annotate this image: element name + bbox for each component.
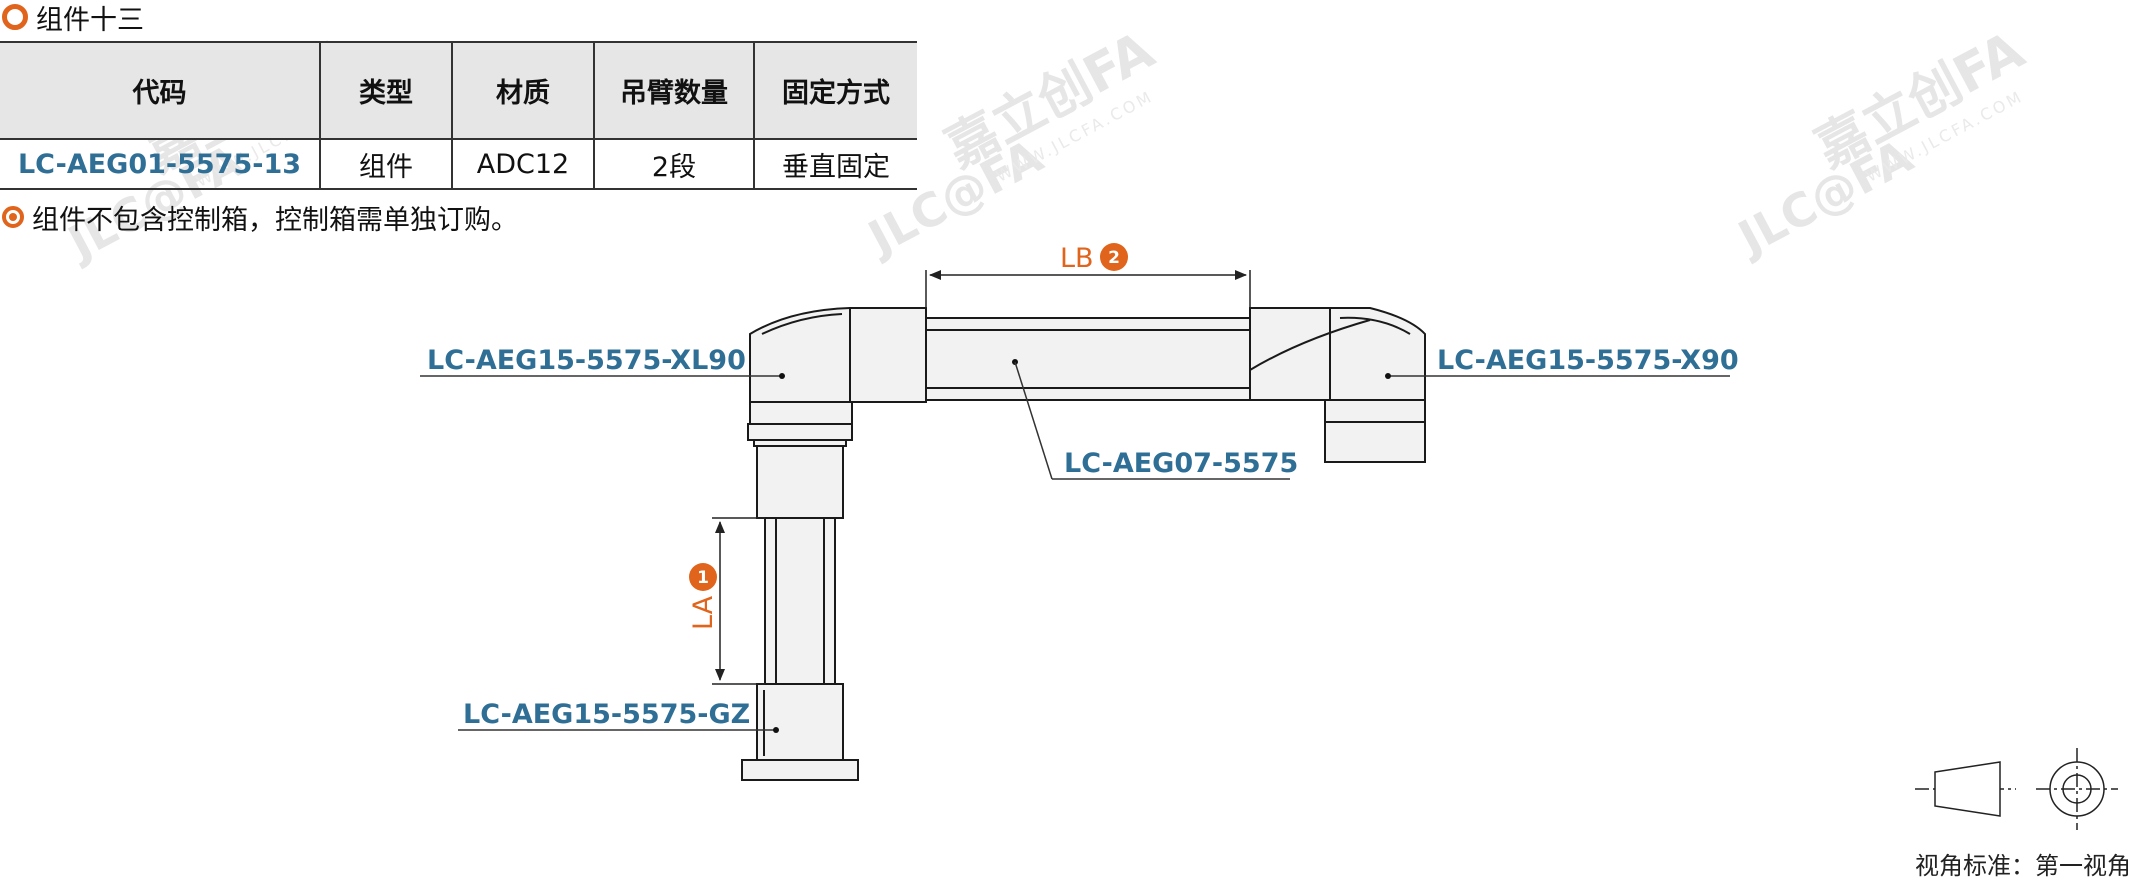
cell-material: ADC12 bbox=[451, 139, 594, 190]
cell-mounting: 垂直固定 bbox=[753, 139, 917, 190]
callout-x90: LC-AEG15-5575-X90 bbox=[1385, 345, 1739, 379]
joint-xl90 bbox=[747, 307, 927, 447]
cell-arm-count: 2段 bbox=[593, 139, 754, 190]
svg-text:2: 2 bbox=[1108, 248, 1120, 268]
header-material: 材质 bbox=[451, 41, 594, 140]
callout-x90-label: LC-AEG15-5575-X90 bbox=[1437, 345, 1739, 376]
note-text: 组件不包含控制箱，控制箱需单独订购。 bbox=[32, 204, 518, 236]
header-type: 类型 bbox=[319, 41, 452, 140]
section-title-text: 组件十三 bbox=[36, 4, 144, 36]
horizontal-arm bbox=[924, 317, 1254, 401]
dimension-lb: LB 2 bbox=[925, 243, 1251, 308]
callout-base-label: LC-AEG15-5575-GZ bbox=[463, 699, 750, 730]
dot-bullet-icon bbox=[2, 206, 24, 228]
joint-x90 bbox=[1249, 307, 1426, 463]
view-standard-label: 视角标准：第一视角 bbox=[1915, 852, 2131, 880]
dimension-la-label: LA bbox=[688, 595, 719, 630]
badge-2 bbox=[1100, 243, 1128, 271]
svg-text:1: 1 bbox=[697, 568, 709, 588]
callout-arm: LC-AEG07-5575 bbox=[1012, 359, 1298, 480]
dimension-lb-label: LB bbox=[1060, 243, 1094, 274]
header-mounting: 固定方式 bbox=[753, 41, 917, 140]
header-code: 代码 bbox=[0, 41, 320, 140]
cell-type: 组件 bbox=[319, 139, 452, 190]
section-title: 组件十三 bbox=[2, 2, 144, 36]
callout-xl90: LC-AEG15-5575-XL90 bbox=[420, 345, 785, 379]
callout-base: LC-AEG15-5575-GZ bbox=[458, 699, 779, 733]
badge-1 bbox=[689, 563, 717, 591]
vertical-column bbox=[756, 445, 844, 685]
dimension-la: LA 1 bbox=[688, 517, 765, 685]
spec-table: 代码 类型 材质 吊臂数量 固定方式 LC-AEG01-5575-13 组件 A… bbox=[0, 41, 917, 190]
table-header-row: 代码 类型 材质 吊臂数量 固定方式 bbox=[0, 41, 917, 140]
header-arm-count: 吊臂数量 bbox=[593, 41, 754, 140]
table-row: LC-AEG01-5575-13 组件 ADC12 2段 垂直固定 bbox=[0, 139, 917, 190]
projection-symbol bbox=[1915, 748, 2118, 830]
base-gz bbox=[741, 683, 859, 781]
callout-xl90-label: LC-AEG15-5575-XL90 bbox=[427, 345, 746, 376]
callout-arm-label: LC-AEG07-5575 bbox=[1064, 448, 1298, 479]
ring-bullet-icon bbox=[2, 4, 28, 30]
cell-code: LC-AEG01-5575-13 bbox=[0, 139, 320, 190]
note: 组件不包含控制箱，控制箱需单独订购。 bbox=[2, 200, 518, 236]
